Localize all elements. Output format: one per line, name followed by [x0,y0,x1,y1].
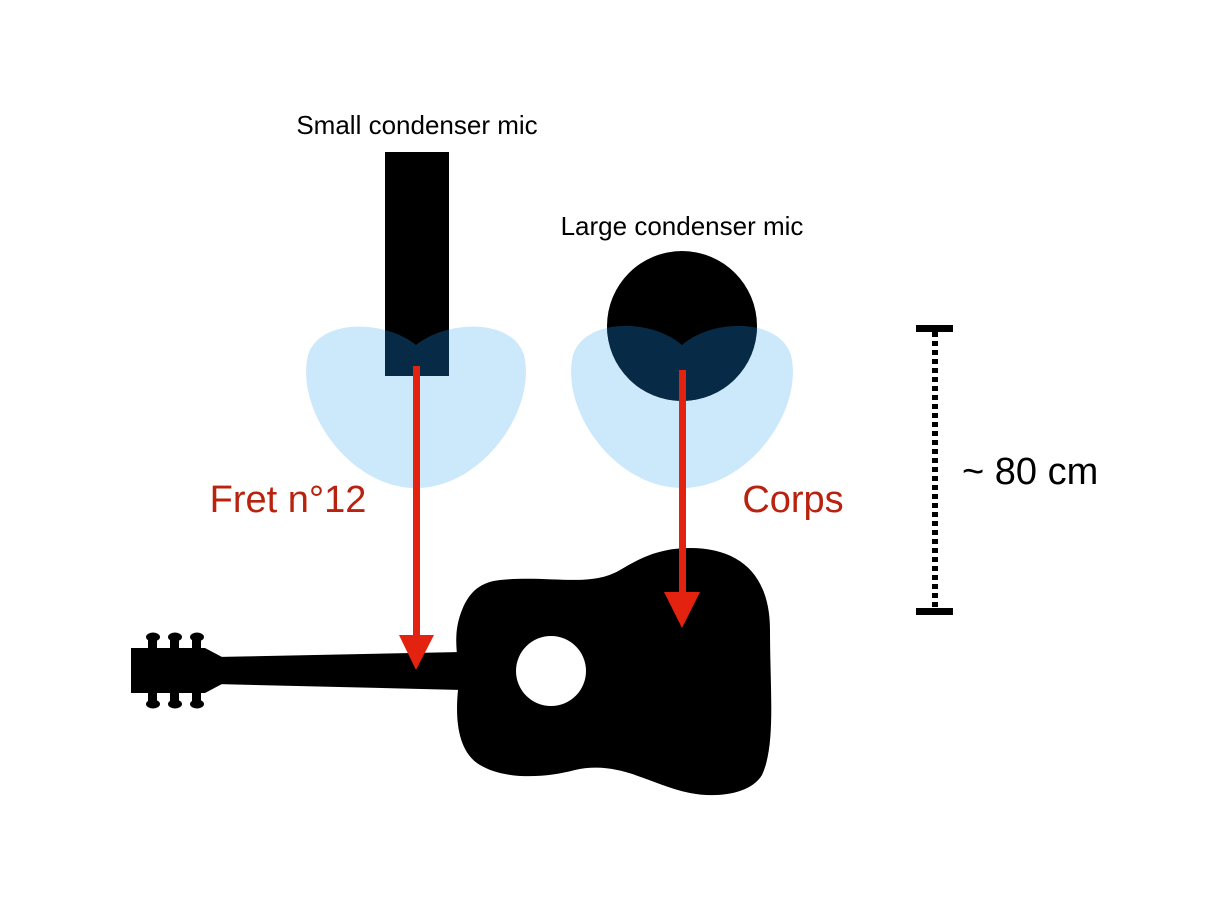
distance-label: ~ 80 cm [962,451,1098,493]
body-target-label: Corps [742,479,843,521]
small-mic-label: Small condenser mic [296,110,537,140]
arrow-to-fret [399,366,434,670]
large-mic-label: Large condenser mic [561,211,804,241]
sound-hole [516,636,586,706]
fret-target-label: Fret n°12 [210,479,367,521]
arrow-to-body [664,370,700,628]
acoustic-guitar-icon [131,548,772,796]
distance-scale [916,325,953,615]
